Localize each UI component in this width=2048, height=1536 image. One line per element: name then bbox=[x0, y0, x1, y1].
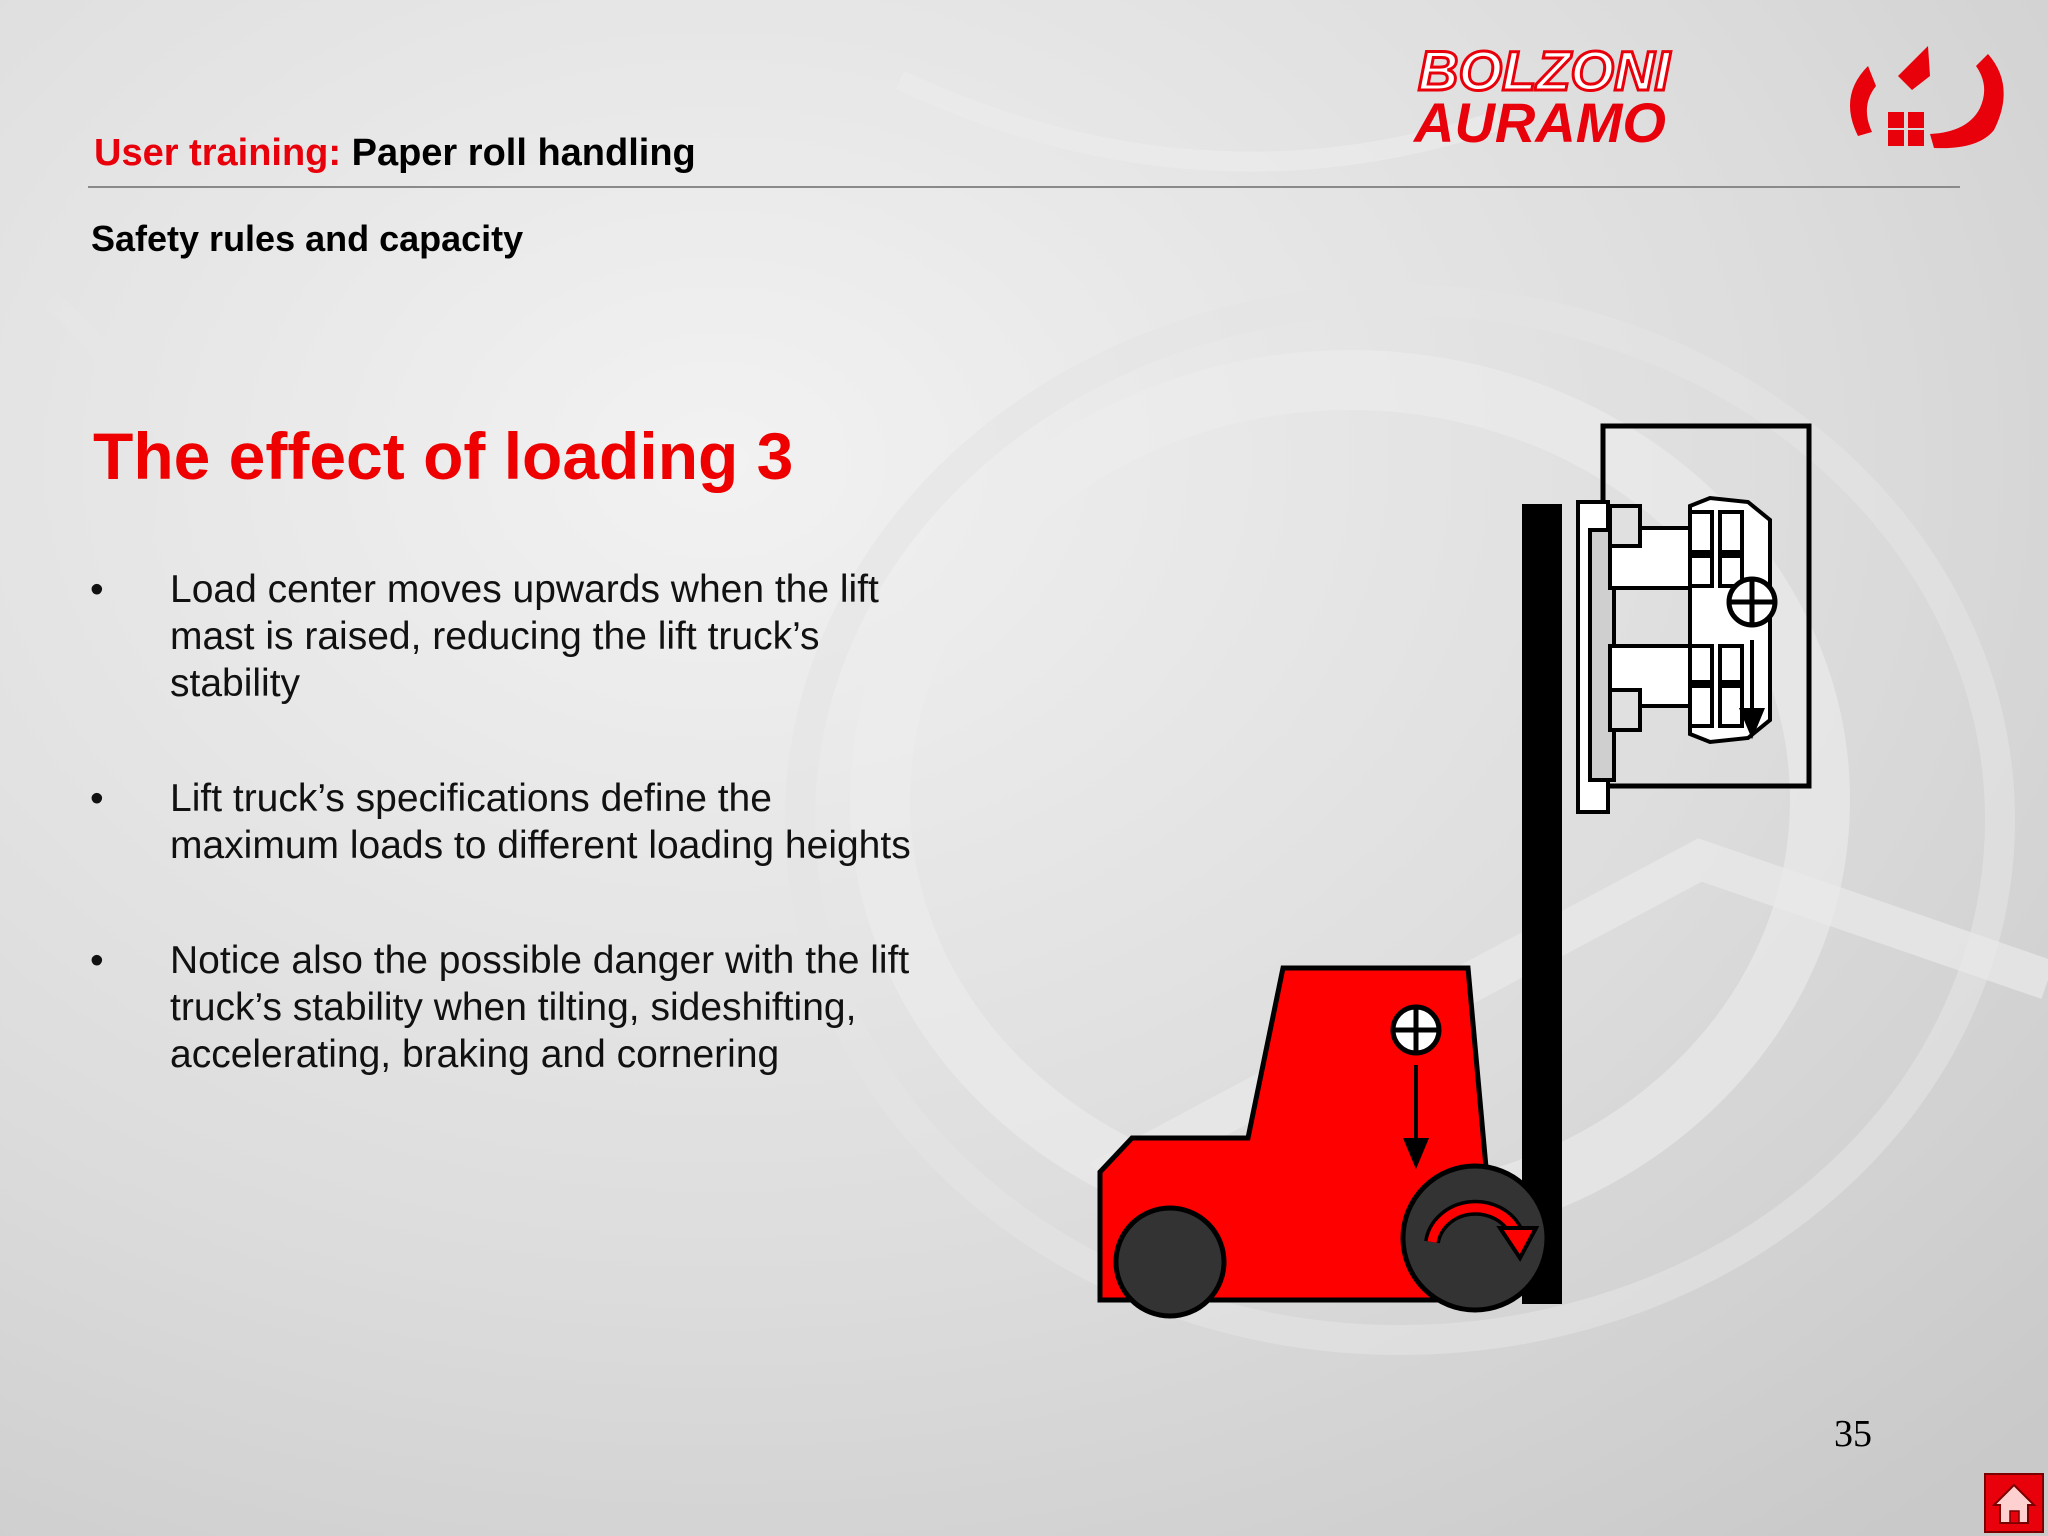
bullet-item: • Lift truck’s specifications define the … bbox=[90, 775, 930, 869]
paper-roll-clamp bbox=[1576, 495, 1772, 814]
logo-line-auramo: AURAMO bbox=[1412, 91, 1666, 150]
front-wheel bbox=[1400, 1163, 1550, 1313]
section-title: Safety rules and capacity bbox=[91, 218, 524, 259]
bullet-text: Notice also the possible danger with the… bbox=[170, 939, 910, 1076]
bullet-symbol: • bbox=[90, 939, 104, 982]
logo-emblem-icon bbox=[1850, 46, 2004, 149]
home-icon bbox=[1991, 1483, 2037, 1524]
down-arrow-icon bbox=[1403, 1065, 1429, 1170]
lift-mast bbox=[1522, 504, 1562, 1304]
bullet-item: • Notice also the possible danger with th… bbox=[90, 937, 930, 1078]
bullet-item: • Load center moves upwards when the lift… bbox=[90, 566, 930, 707]
forklift-illustration bbox=[1097, 423, 1812, 1319]
bullet-symbol: • bbox=[90, 777, 104, 820]
header-label-prefix: User training: bbox=[94, 132, 342, 174]
logo-line-bolzoni: BOLZONI bbox=[1418, 40, 1671, 102]
slide-heading: The effect of loading 3 bbox=[93, 419, 794, 493]
center-of-gravity-icon bbox=[1390, 1004, 1442, 1056]
rear-wheel bbox=[1113, 1205, 1227, 1319]
bullet-text: Load center moves upwards when the lift … bbox=[170, 568, 879, 705]
tipping-arrow-icon bbox=[1424, 1199, 1540, 1262]
header-label-rest: Paper roll handling bbox=[341, 132, 696, 174]
header-divider bbox=[88, 186, 1960, 188]
bullet-symbol: • bbox=[90, 568, 104, 611]
bullet-text: Lift truck’s specifications define the m… bbox=[170, 777, 911, 867]
header-title: User training: Paper roll handling bbox=[94, 132, 696, 175]
bullet-list: • Load center moves upwards when the lift… bbox=[90, 566, 930, 1146]
page-number: 35 bbox=[1834, 1413, 1872, 1455]
center-of-gravity-icon bbox=[1726, 576, 1778, 628]
bolzoni-auramo-logo: BOLZONI AURAMO bbox=[1412, 40, 2004, 150]
home-button[interactable] bbox=[1984, 1473, 2044, 1533]
down-arrow-icon bbox=[1739, 640, 1765, 740]
